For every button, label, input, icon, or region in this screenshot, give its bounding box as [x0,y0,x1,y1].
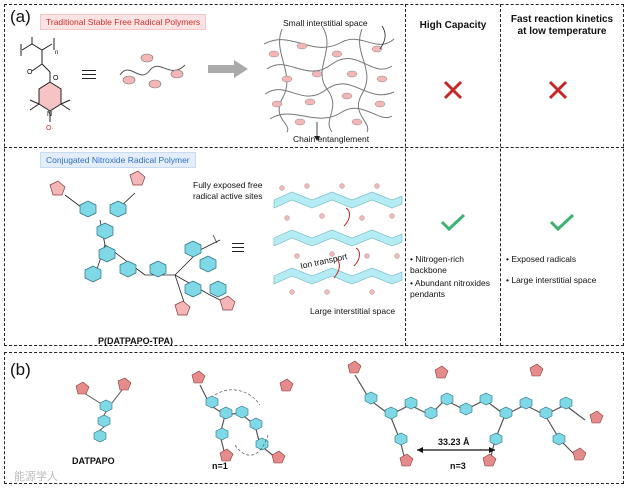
capacity-bullet: Nitrogen-rich backbone [410,254,498,276]
n1-label: n=1 [212,461,228,471]
panel-b-frame [4,352,624,484]
kinetics-bullet: Exposed radicals [506,254,622,265]
equivalence-sign-2 [232,243,244,252]
exposed-sites-line1: Fully exposed free [193,180,263,190]
panel-a-divider [4,147,624,148]
kinetics-bullet: Large interstitial space [506,275,622,286]
schematic-polymer-chain [119,53,186,89]
large-space-label: Large interstitial space [310,306,396,316]
small-space-label: Small interstitial space [283,18,368,28]
n3-model [347,360,604,467]
cross-icon-capacity [443,80,463,100]
check-icon-capacity [440,213,466,232]
panel-a-label: (a) [10,7,31,26]
fast-kinetics-line1: Fast reaction kinetics [510,14,614,25]
panel-a-frame [4,4,624,346]
equivalence-sign [82,70,96,79]
kinetics-bullets: Exposed radicals Large interstitial spac… [506,254,622,288]
layered-conjugated-sheets [273,183,403,295]
datpapo-tpa-structure [49,170,236,316]
tempo-methacrylate-structure: n O O N O· [20,37,71,132]
atom-N: N [47,111,52,118]
atom-O-ring: O [53,75,59,82]
fast-kinetics-line2: at low temperature [517,26,607,37]
subscript-n: n [55,50,58,56]
transition-arrow [208,60,248,78]
traditional-polymer-tag: Traditional Stable Free Radical Polymers [40,14,207,30]
panel-b-label: (b) [10,360,31,379]
cross-icon-kinetics [548,80,568,100]
high-capacity-header: High Capacity [419,20,487,31]
n1-model [191,370,294,464]
n3-label: n=3 [450,461,466,471]
column-divider-2 [500,4,501,346]
backbone-bond [21,43,53,51]
distance-label: 33.23 Å [438,437,470,447]
atom-O-ester: O [27,69,33,76]
check-icon-kinetics [549,213,575,232]
polymer-name: P(DATPAPO-TPA) [98,336,173,346]
chain-entanglement-label: Chain entanglement [293,134,370,144]
tempo-ring [38,81,62,112]
column-divider-1 [405,4,406,346]
capacity-bullet: Abundant nitroxides pendants [410,278,498,300]
fast-kinetics-header: Fast reaction kinetics at low temperatur… [502,14,622,38]
datpapo-model [75,377,132,443]
datpapo-label: DATPAPO [72,456,115,466]
exposed-sites-line2: radical active sites [193,191,263,201]
atom-O-radical: O· [46,125,54,132]
exposed-sites-label: Fully exposed free radical active sites [193,180,262,202]
watermark: 能源学人 [14,471,58,483]
capacity-bullets: Nitrogen-rich backbone Abundant nitroxid… [410,254,498,302]
conjugated-polymer-tag: Conjugated Nitroxide Radical Polymer [40,152,196,168]
entangled-network [263,25,395,141]
